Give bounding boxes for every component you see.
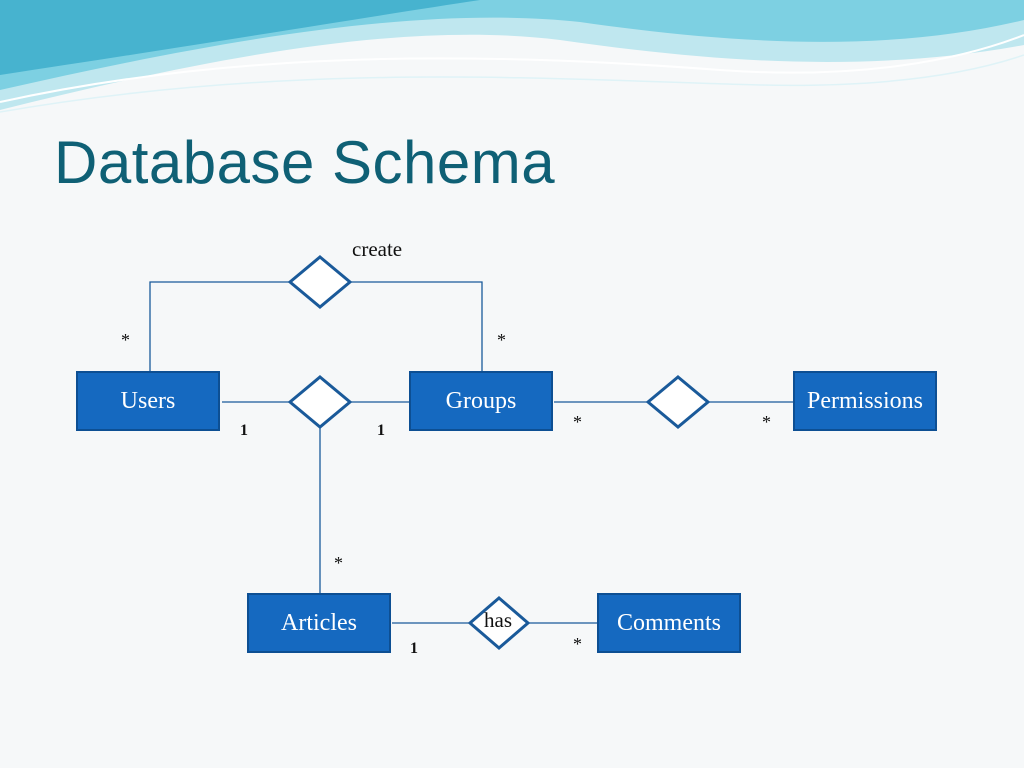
entity-articles-label: Articles bbox=[281, 610, 357, 636]
relationship-label-has: has bbox=[484, 608, 512, 632]
cardinality-groups-rel: 1 bbox=[377, 422, 385, 439]
cardinality-comments-has: * bbox=[573, 634, 582, 654]
page-title: Database Schema bbox=[54, 129, 556, 196]
entity-permissions-label: Permissions bbox=[806, 388, 923, 414]
relationship-diamond-center bbox=[287, 375, 353, 429]
cardinality-articles-has: 1 bbox=[410, 640, 418, 657]
entity-permissions[interactable]: Permissions bbox=[793, 371, 937, 431]
entity-groups[interactable]: Groups bbox=[409, 371, 553, 431]
cardinality-users-rel: 1 bbox=[240, 422, 248, 439]
cardinality-create-groups: * bbox=[497, 330, 506, 350]
cardinality-articles-rel: * bbox=[334, 553, 343, 573]
entity-comments[interactable]: Comments bbox=[597, 593, 741, 653]
entity-comments-label: Comments bbox=[616, 610, 721, 636]
header-wave-decoration bbox=[0, 0, 1024, 113]
relationship-diamond-create bbox=[287, 255, 353, 309]
entity-users[interactable]: Users bbox=[76, 371, 220, 431]
entity-articles[interactable]: Articles bbox=[247, 593, 391, 653]
entity-users-label: Users bbox=[120, 388, 176, 414]
relationship-diamond-has bbox=[467, 596, 531, 650]
cardinality-permissions-groups: * bbox=[762, 412, 771, 432]
cardinality-groups-permissions: * bbox=[573, 412, 582, 432]
relationship-label-create: create bbox=[352, 237, 403, 261]
relationship-diamond-permissions bbox=[645, 375, 711, 429]
connector-users-create bbox=[149, 281, 290, 372]
cardinality-create-users: * bbox=[121, 330, 130, 350]
entity-groups-label: Groups bbox=[445, 388, 517, 414]
connector-create-groups bbox=[350, 281, 483, 372]
